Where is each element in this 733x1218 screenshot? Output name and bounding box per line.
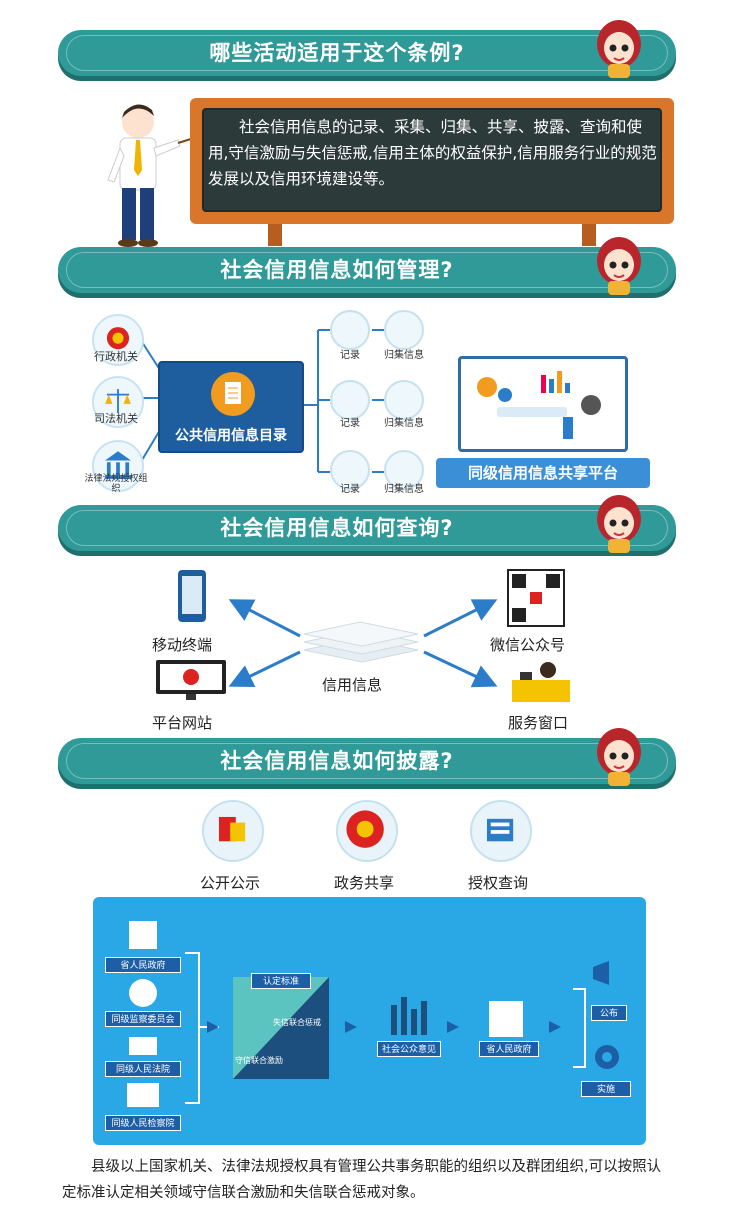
directory-icon [211, 372, 255, 416]
method-label: 政务共享 [334, 874, 395, 892]
public-credit-directory: 公共信用信息目录 [158, 361, 304, 453]
banner-manage: 社会信用信息如何管理? [58, 237, 676, 295]
section-title: 社会信用信息如何披露? [220, 749, 454, 773]
girl-mascot-icon [597, 237, 641, 295]
provincial-gov-node: 省人民政府 [479, 1041, 539, 1057]
source-label: 法律法规授权组织 [84, 474, 148, 494]
flow-left-node: 同级人民检察院 [105, 1115, 181, 1131]
channel-window-label: 服务窗口 [508, 714, 569, 732]
section-title: 社会信用信息如何查询? [220, 516, 454, 540]
section-title: 哪些活动适用于这个条例? [209, 41, 465, 65]
flow-left-node: 同级监察委员会 [105, 1011, 181, 1027]
disclosure-footer-text: 县级以上国家机关、法律法规授权具有管理公共事务职能的组织以及群团组织,可以按照认… [62, 1159, 662, 1201]
source-label: 行政机关 [94, 350, 138, 363]
board-leg [582, 224, 596, 246]
record-label: 记录 [340, 350, 360, 361]
collect-doc-icon [384, 310, 424, 350]
credit-info-label: 信用信息 [322, 676, 383, 694]
record-doc-icon [330, 310, 370, 350]
method-label: 公开公示 [200, 874, 261, 892]
collect-doc-icon [384, 450, 424, 490]
administrative-organ-icon [92, 314, 144, 366]
method-label: 授权查询 [468, 874, 529, 892]
flow-left-node: 同级人民法院 [105, 1061, 181, 1077]
collect-label: 归集信息 [384, 418, 424, 429]
judicial-organ-icon [92, 376, 144, 428]
authorized-query-icon [470, 800, 532, 862]
teacher-illustration [107, 104, 195, 247]
publish-node: 公布 [591, 1005, 627, 1021]
section-title: 社会信用信息如何管理? [220, 258, 454, 282]
chalkboard: 社会信用信息的记录、采集、归集、共享、披露、查询和使用,守信激励与失信惩戒,信用… [190, 98, 674, 224]
collect-label: 归集信息 [384, 350, 424, 361]
channel-wechat-label: 微信公众号 [490, 636, 566, 654]
girl-mascot-icon [597, 20, 641, 78]
management-connectors [141, 329, 384, 473]
record-label: 记录 [340, 484, 360, 495]
flow-left-node: 省人民政府 [105, 957, 181, 973]
platform-label: 同级信用信息共享平台 [436, 458, 650, 488]
government-emblem-icon [336, 800, 398, 862]
board-leg [268, 224, 282, 246]
disclosure-flow-panel: 省人民政府 同级监察委员会 同级人民法院 同级人民检察院 认定标准 失信联合惩戒… [93, 897, 646, 1145]
record-label: 记录 [340, 418, 360, 429]
record-doc-icon [330, 380, 370, 420]
public-notice-icon [202, 800, 264, 862]
girl-mascot-icon [597, 728, 641, 786]
implement-node: 实施 [581, 1081, 631, 1097]
directory-label: 公共信用信息目录 [175, 428, 287, 444]
credit-info-stack [303, 621, 419, 663]
channel-mobile-label: 移动终端 [152, 636, 213, 654]
record-doc-icon [330, 450, 370, 490]
collect-label: 归集信息 [384, 484, 424, 495]
query-arrows [156, 569, 570, 702]
collect-doc-icon [384, 380, 424, 420]
girl-mascot-icon [597, 495, 641, 553]
card-top-label: 失信联合惩戒 [273, 1018, 321, 1027]
applicable-activities-text: 社会信用信息的记录、采集、归集、共享、披露、查询和使用,守信激励与失信惩戒,信用… [208, 118, 657, 188]
authorized-org-icon [92, 440, 144, 492]
card-bottom-label: 守信联合激励 [235, 1056, 283, 1065]
banner-query: 社会信用信息如何查询? [58, 495, 676, 553]
flow-graphics [127, 921, 619, 1107]
banner-disclose: 社会信用信息如何披露? [58, 728, 676, 786]
source-label: 司法机关 [94, 412, 138, 425]
banner-applicable-activities: 哪些活动适用于这个条例? [58, 20, 676, 78]
sharing-platform-screen [458, 356, 628, 452]
criteria-header: 认定标准 [251, 973, 311, 989]
channel-website-label: 平台网站 [152, 714, 213, 732]
public-opinion-node: 社会公众意见 [377, 1041, 441, 1057]
platform-dashboard-icon [477, 371, 601, 439]
